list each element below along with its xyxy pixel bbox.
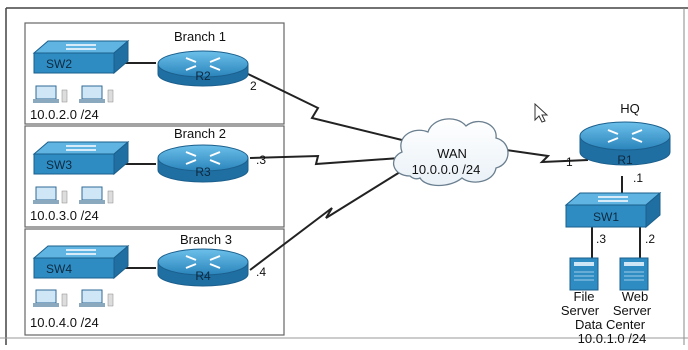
router-r1-label: R1 (617, 153, 633, 167)
branch-2-box (24, 125, 285, 228)
pc-icon (79, 85, 114, 103)
file-server-label-line2: Server (561, 303, 600, 318)
pc-icon (33, 186, 68, 204)
pc-icon (33, 85, 68, 103)
branch-3-title: Branch 3 (180, 232, 232, 247)
router-r4-label: R4 (195, 269, 211, 283)
pc-icon (33, 289, 68, 307)
hq-title: HQ (620, 101, 640, 116)
wan-label: WAN (437, 146, 467, 161)
serial-link-r2-wan (247, 73, 403, 141)
web-server-icon (619, 257, 649, 291)
router-r2-icon (157, 50, 249, 87)
branch-1-hosts (33, 85, 114, 103)
switch-sw3-icon (32, 140, 130, 176)
web-server-label-line1: Web (622, 289, 649, 304)
branch-3-hosts (33, 289, 114, 307)
r2-wan-port: 2 (250, 79, 257, 93)
serial-link-wan-r1 (491, 147, 589, 164)
file-server-label-line1: File (574, 289, 595, 304)
router-r2-label: R2 (195, 69, 211, 83)
datacenter-subnet: 10.0.1.0 /24 (578, 331, 647, 345)
r1-lan-port: .1 (633, 171, 643, 185)
branch-2-title: Branch 2 (174, 126, 226, 141)
branch-3-subnet: 10.0.4.0 /24 (30, 315, 99, 330)
wan-cloud-icon (392, 118, 509, 187)
router-r4-icon (157, 248, 249, 287)
r1-wan-port: 1 (566, 155, 573, 169)
switch-sw3-label: SW3 (46, 158, 72, 172)
serial-link-r3-wan (249, 154, 401, 166)
file-server-icon (569, 257, 599, 291)
r4-wan-port: .4 (256, 265, 266, 279)
router-r1-icon (579, 121, 671, 166)
sw1-port-file: .3 (596, 232, 606, 246)
branch-1-title: Branch 1 (174, 29, 226, 44)
pc-icon (79, 289, 114, 307)
branch-3-box (24, 228, 285, 336)
pc-icon (79, 186, 114, 204)
branch-2-hosts (33, 186, 114, 204)
r3-wan-port: .3 (256, 153, 266, 167)
branch-1-box (24, 22, 285, 125)
switch-sw4-icon (32, 244, 130, 280)
router-r3-label: R3 (195, 165, 211, 179)
switch-sw2-label: SW2 (46, 57, 72, 71)
sw1-port-web: .2 (645, 232, 655, 246)
switch-sw1-label: SW1 (593, 210, 619, 224)
web-server-label-line2: Server (613, 303, 652, 318)
branch-2-subnet: 10.0.3.0 /24 (30, 208, 99, 223)
serial-link-r4-wan (249, 171, 401, 271)
branch-1-subnet: 10.0.2.0 /24 (30, 107, 99, 122)
router-r3-icon (157, 144, 249, 183)
mouse-cursor-icon (534, 102, 549, 123)
switch-sw2-icon (32, 39, 130, 75)
switch-sw4-label: SW4 (46, 262, 72, 276)
switch-sw1-icon (564, 191, 662, 229)
wan-subnet: 10.0.0.0 /24 (412, 162, 481, 177)
datacenter-label: Data Center (575, 317, 646, 332)
